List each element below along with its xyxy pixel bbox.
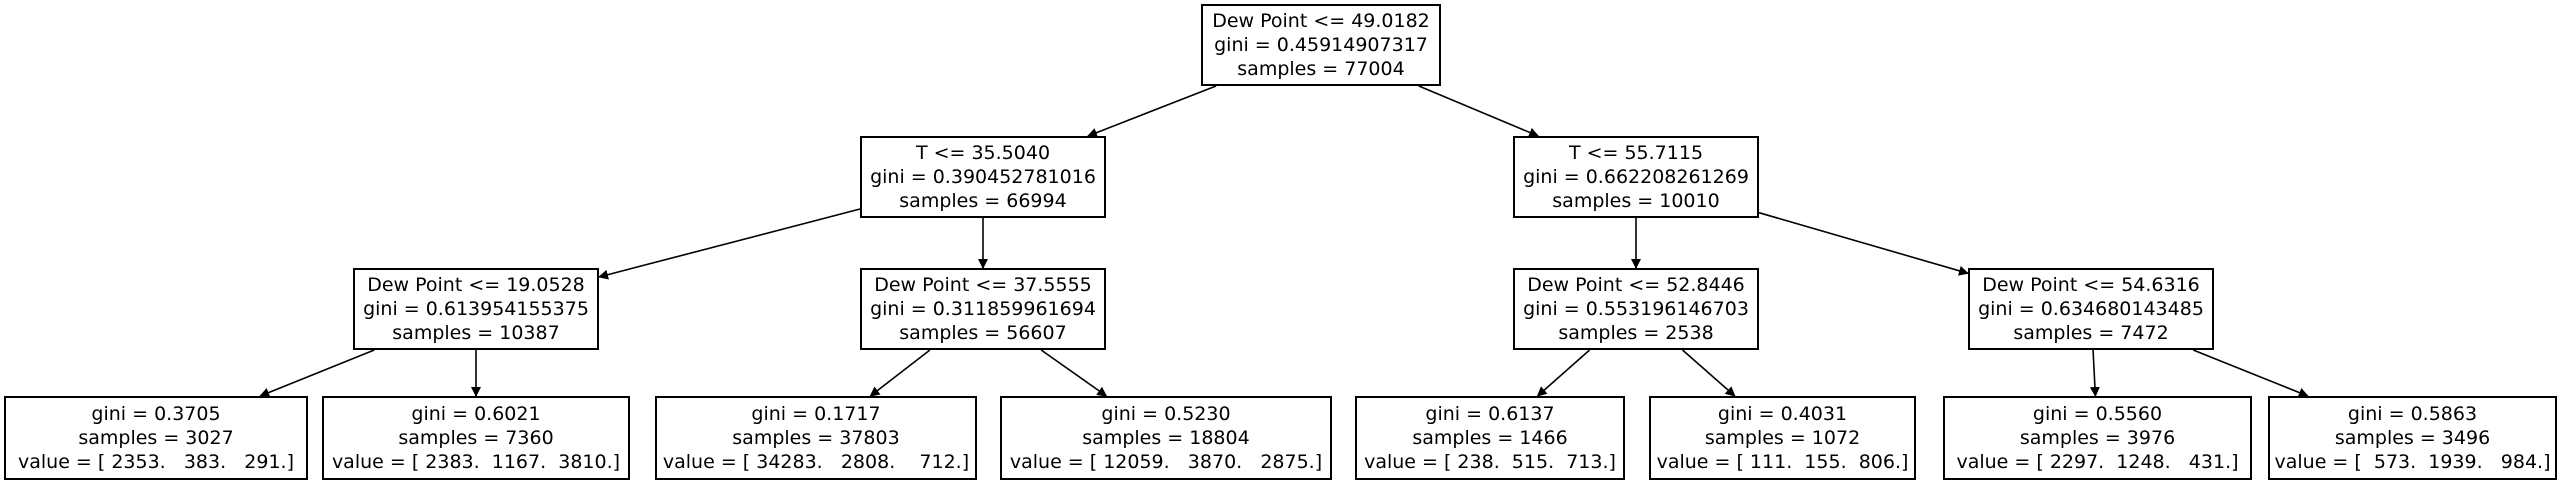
tree-edge-arrow [598,208,861,280]
tree-edge-arrow [2192,349,2309,398]
leaf-node: gini = 0.1717 samples = 37803 value = [ … [655,396,977,480]
node-split-label: Dew Point <= 19.0528 [367,274,585,296]
leaf-node: gini = 0.3705 samples = 3027 value = [ 2… [4,396,308,480]
node-gini-label: gini = 0.613954155375 [363,298,589,320]
leaf-node: gini = 0.5863 samples = 3496 value = [ 5… [2268,396,2557,480]
node-value-label: value = [ 2297. 1248. 431.] [1956,451,2239,473]
node-value-label: value = [ 238. 515. 713.] [1364,451,1616,473]
tree-edge-arrow [1682,349,1736,397]
node-gini-label: gini = 0.5863 [2347,403,2478,425]
node-gini-label: gini = 0.311859961694 [870,298,1096,320]
node-split-label: Dew Point <= 49.0182 [1212,10,1430,32]
node-samples-label: samples = 10010 [1552,190,1720,212]
tree-edge-arrow [1087,85,1217,138]
node-samples-label: samples = 77004 [1237,58,1405,80]
node-gini-label: gini = 0.662208261269 [1523,166,1749,188]
tree-node: Dew Point <= 19.0528 gini = 0.6139541553… [353,268,599,350]
node-split-label: T <= 55.7115 [1568,142,1704,164]
node-samples-label: samples = 56607 [899,322,1067,344]
tree-node: Dew Point <= 52.8446 gini = 0.5531961467… [1513,268,1759,350]
node-value-label: value = [ 2353. 383. 291.] [17,451,294,473]
node-samples-label: samples = 3027 [78,427,234,449]
node-samples-label: samples = 7472 [2013,322,2169,344]
root-node: Dew Point <= 49.0182 gini = 0.4591490731… [1201,4,1441,86]
node-gini-label: gini = 0.6137 [1425,403,1555,425]
node-gini-label: gini = 0.5230 [1101,403,1231,425]
tree-edge-arrow [1040,349,1108,397]
node-samples-label: samples = 2538 [1558,322,1714,344]
tree-edge-arrow [1536,349,1591,397]
leaf-node: gini = 0.4031 samples = 1072 value = [ 1… [1649,396,1916,480]
node-split-label: Dew Point <= 54.6316 [1982,274,2200,296]
tree-node: Dew Point <= 37.5555 gini = 0.3118599616… [860,268,1106,350]
node-samples-label: samples = 1072 [1704,427,1861,449]
node-value-label: value = [ 111. 155. 806.] [1656,451,1909,473]
tree-edge-arrow [1418,85,1540,138]
node-gini-label: gini = 0.5560 [2032,403,2163,425]
node-gini-label: gini = 0.390452781016 [870,166,1096,188]
leaf-node: gini = 0.5560 samples = 3976 value = [ 2… [1943,396,2252,480]
node-gini-label: gini = 0.45914907317 [1214,34,1428,56]
leaf-node: gini = 0.6021 samples = 7360 value = [ 2… [322,396,630,480]
node-value-label: value = [ 573. 1939. 984.] [2274,451,2551,473]
tree-node: T <= 55.7115 gini = 0.662208261269 sampl… [1513,136,1759,218]
node-gini-label: gini = 0.3705 [91,403,221,425]
node-gini-label: gini = 0.634680143485 [1978,298,2204,320]
node-samples-label: samples = 66994 [899,190,1067,212]
node-samples-label: samples = 18804 [1082,427,1250,449]
tree-node: Dew Point <= 54.6316 gini = 0.6346801434… [1968,268,2214,350]
node-split-label: T <= 35.5040 [915,142,1051,164]
tree-edge-arrow [2089,349,2100,397]
node-gini-label: gini = 0.1717 [751,403,881,425]
leaf-node: gini = 0.6137 samples = 1466 value = [ 2… [1355,396,1625,480]
tree-edge-arrow [1758,211,1969,276]
node-samples-label: samples = 3976 [2019,427,2176,449]
node-value-label: value = [ 2383. 1167. 3810.] [331,451,621,473]
node-samples-label: samples = 10387 [392,322,560,344]
node-gini-label: gini = 0.553196146703 [1523,298,1749,320]
node-samples-label: samples = 37803 [732,427,900,449]
node-gini-label: gini = 0.4031 [1717,403,1848,425]
node-value-label: value = [ 12059. 3870. 2875.] [1009,451,1323,473]
node-value-label: value = [ 34283. 2808. 712.] [662,451,970,473]
leaf-node: gini = 0.5230 samples = 18804 value = [ … [1000,396,1332,480]
tree-edge-arrow [869,349,931,397]
node-split-label: Dew Point <= 52.8446 [1527,274,1745,296]
node-samples-label: samples = 3496 [2334,427,2491,449]
tree-node: T <= 35.5040 gini = 0.390452781016 sampl… [860,136,1106,218]
node-samples-label: samples = 1466 [1412,427,1568,449]
node-gini-label: gini = 0.6021 [411,403,541,425]
node-samples-label: samples = 7360 [398,427,554,449]
tree-edge-arrow [259,349,375,398]
node-split-label: Dew Point <= 37.5555 [874,274,1092,296]
